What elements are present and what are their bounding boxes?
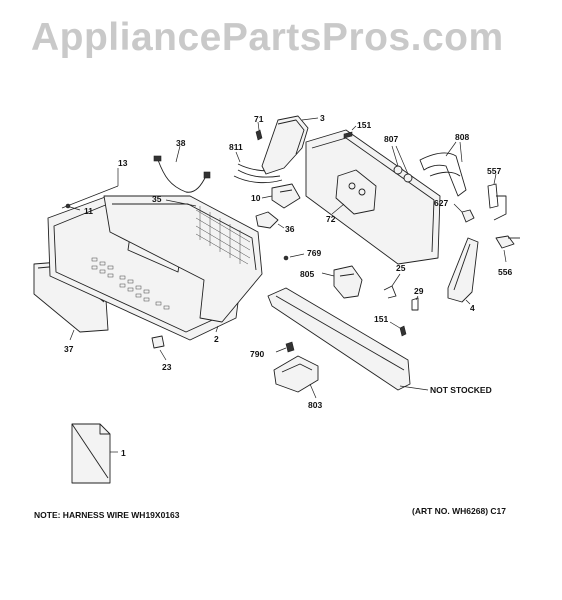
part-807-grommets xyxy=(391,145,413,183)
callout-627: 627 xyxy=(434,198,448,208)
part-769-screw xyxy=(283,253,305,261)
callout-13: 13 xyxy=(118,158,128,168)
part-25-clip xyxy=(383,273,401,299)
callout-2: 2 xyxy=(214,334,219,344)
callout-811: 811 xyxy=(229,142,243,152)
harness-note: NOTE: HARNESS WIRE WH19X0163 xyxy=(34,510,180,520)
part-72-backsplash xyxy=(305,129,441,265)
callout-37: 37 xyxy=(64,344,74,354)
callout-36: 36 xyxy=(285,224,295,234)
part-2-35-bracket xyxy=(103,195,263,333)
callout-29: 29 xyxy=(414,286,424,296)
callout-38: 38 xyxy=(176,138,186,148)
callout-3: 3 xyxy=(320,113,325,123)
callout-labels: 1 37 13 11 23 35 2 38 811 71 3 10 36 72 … xyxy=(64,113,512,458)
callout-11: 11 xyxy=(84,206,93,216)
part-805-lock xyxy=(321,265,363,299)
part-10-switch xyxy=(261,183,301,209)
callout-808: 808 xyxy=(455,132,469,142)
callout-71: 71 xyxy=(254,114,264,124)
part-29-clip xyxy=(411,295,419,311)
part-151-screw-lower xyxy=(389,321,407,337)
not-stocked-rail xyxy=(267,287,429,391)
callout-151-top: 151 xyxy=(357,120,371,130)
callout-25: 25 xyxy=(396,263,406,273)
callout-790: 790 xyxy=(250,349,264,359)
callout-72: 72 xyxy=(326,214,336,224)
part-808-hoses xyxy=(419,141,467,197)
callout-803: 803 xyxy=(308,400,322,410)
part-803-switch-assembly xyxy=(273,355,319,399)
callout-23: 23 xyxy=(162,362,172,372)
callout-35: 35 xyxy=(152,194,162,204)
part-151-screw-top xyxy=(343,125,357,139)
callout-807: 807 xyxy=(384,134,398,144)
callout-556: 556 xyxy=(498,267,512,277)
part-36-knob xyxy=(255,211,285,229)
part-3-bracket xyxy=(261,115,319,175)
callout-1: 1 xyxy=(121,448,126,458)
part-556-sensor xyxy=(495,235,520,263)
part-71-screw xyxy=(255,121,263,141)
watermark-text: AppliancePartsPros.com xyxy=(31,16,504,59)
part-627-valve xyxy=(453,203,475,223)
callout-151-lower: 151 xyxy=(374,314,388,324)
callout-4: 4 xyxy=(470,303,475,313)
part-557-sensor xyxy=(487,173,507,221)
part-1-literature xyxy=(71,423,118,484)
part-11-screw xyxy=(65,203,81,211)
not-stocked-label: NOT STOCKED xyxy=(430,385,492,395)
part-4-end-bracket xyxy=(447,237,479,305)
part-23-clip xyxy=(151,335,167,361)
callout-769: 769 xyxy=(307,248,321,258)
part-790-screw xyxy=(275,341,295,353)
callout-557: 557 xyxy=(487,166,501,176)
art-number: (ART NO. WH6268) C17 xyxy=(412,506,506,516)
callout-805: 805 xyxy=(300,269,314,279)
callout-10: 10 xyxy=(251,193,261,203)
part-38-harness xyxy=(153,145,211,193)
